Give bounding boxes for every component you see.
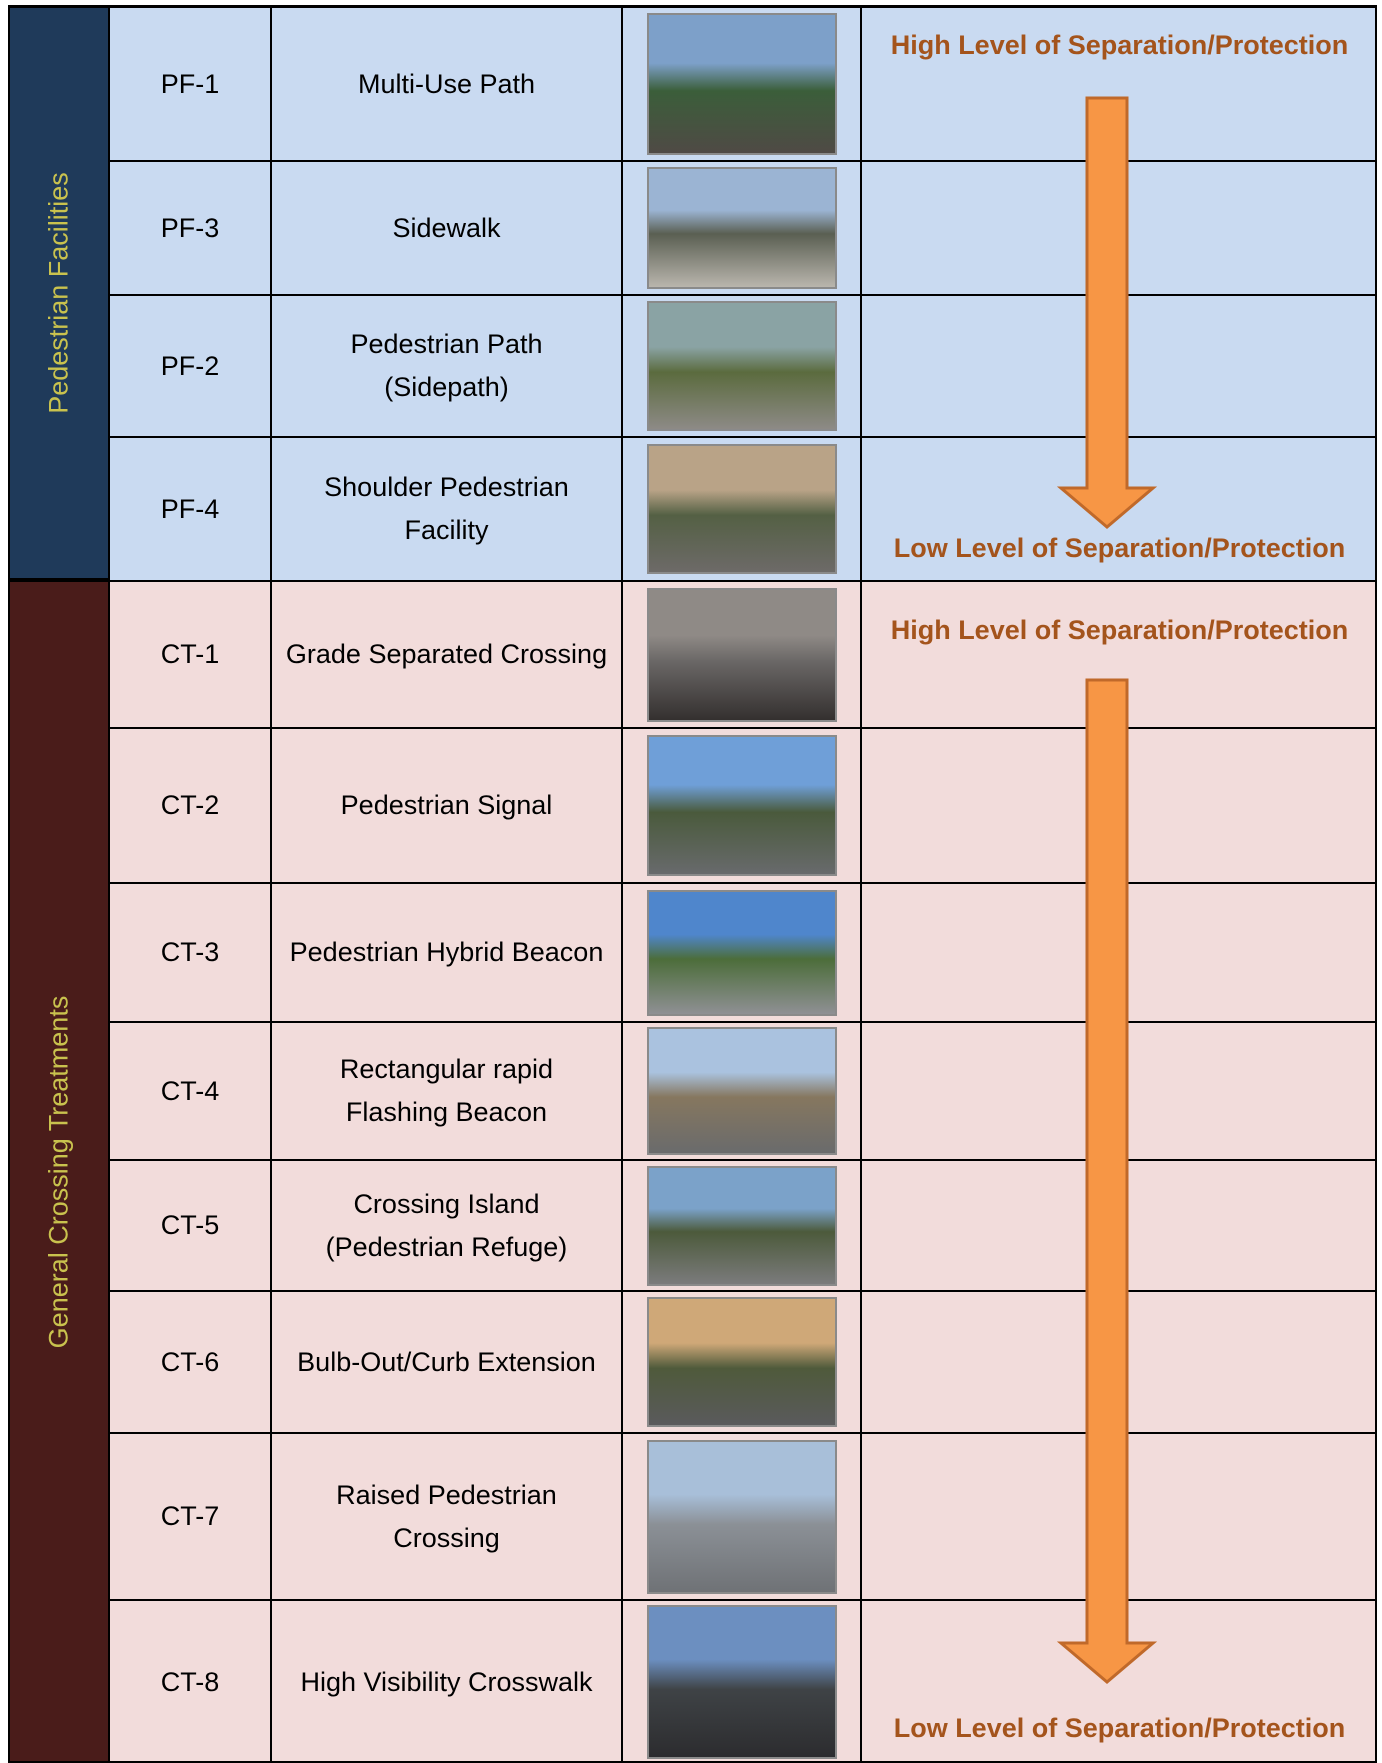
pedestrian-facilities-band: Pedestrian Facilities: [8, 6, 110, 580]
row-name: Grade Separated Crossing: [272, 582, 623, 727]
row-name: Rectangular rapid Flashing Beacon: [272, 1023, 623, 1159]
general-crossing-treatments-band: General Crossing Treatments: [8, 580, 110, 1763]
row-code: CT-3: [110, 884, 272, 1021]
row-code: PF-1: [110, 8, 272, 160]
row-name: Bulb-Out/Curb Extension: [272, 1292, 623, 1432]
row-name: Crossing Island (Pedestrian Refuge): [272, 1161, 623, 1290]
row-code: CT-8: [110, 1601, 272, 1763]
down-arrow-icon: [1057, 96, 1157, 529]
row-code: CT-2: [110, 729, 272, 882]
row-code: CT-1: [110, 582, 272, 727]
row-code: PF-2: [110, 296, 272, 436]
high-visibility-crosswalk-photo: [646, 1605, 837, 1759]
photo-cell: [623, 582, 862, 727]
rrfb-photo: [646, 1027, 837, 1155]
hybrid-beacon-photo: [646, 889, 837, 1016]
down-arrow-icon: [1057, 678, 1157, 1684]
low-level-label: Low Level of Separation/Protection: [893, 533, 1346, 563]
pedestrian-signal-photo: [646, 735, 837, 876]
high-level-label: High Level of Separation/Protection: [890, 615, 1349, 645]
bulb-out-photo: [646, 1297, 837, 1427]
row-code: PF-4: [110, 438, 272, 580]
photo-cell: [623, 884, 862, 1021]
photo-cell: [623, 296, 862, 436]
photo-cell: [623, 729, 862, 882]
row-name: High Visibility Crosswalk: [272, 1601, 623, 1763]
row-code: CT-7: [110, 1434, 272, 1599]
row-name: Shoulder Pedestrian Facility: [272, 438, 623, 580]
photo-cell: [623, 1292, 862, 1432]
high-level-label: High Level of Separation/Protection: [890, 30, 1349, 60]
row-name: Sidewalk: [272, 162, 623, 294]
group-label: General Crossing Treatments: [43, 995, 74, 1348]
multi-use-path-photo: [646, 13, 837, 155]
row-code: CT-5: [110, 1161, 272, 1290]
photo-cell: [623, 438, 862, 580]
row-name: Pedestrian Hybrid Beacon: [272, 884, 623, 1021]
photo-cell: [623, 8, 862, 160]
photo-cell: [623, 1161, 862, 1290]
row-code: CT-6: [110, 1292, 272, 1432]
pedestrian-path-photo: [646, 301, 837, 431]
sidewalk-photo: [646, 167, 837, 289]
shoulder-facility-photo: [646, 444, 837, 574]
photo-cell: [623, 162, 862, 294]
grade-separated-crossing-photo: [646, 587, 837, 722]
row-name: Pedestrian Signal: [272, 729, 623, 882]
row-name: Multi-Use Path: [272, 8, 623, 160]
row-name: Pedestrian Path (Sidepath): [272, 296, 623, 436]
photo-cell: [623, 1023, 862, 1159]
photo-cell: [623, 1601, 862, 1763]
row-code: CT-4: [110, 1023, 272, 1159]
row-name: Raised Pedestrian Crossing: [272, 1434, 623, 1599]
crossing-island-photo: [646, 1165, 837, 1286]
row-code: PF-3: [110, 162, 272, 294]
raised-crossing-photo: [646, 1439, 837, 1594]
low-level-label: Low Level of Separation/Protection: [893, 1713, 1346, 1743]
group-label: Pedestrian Facilities: [43, 172, 74, 414]
photo-cell: [623, 1434, 862, 1599]
